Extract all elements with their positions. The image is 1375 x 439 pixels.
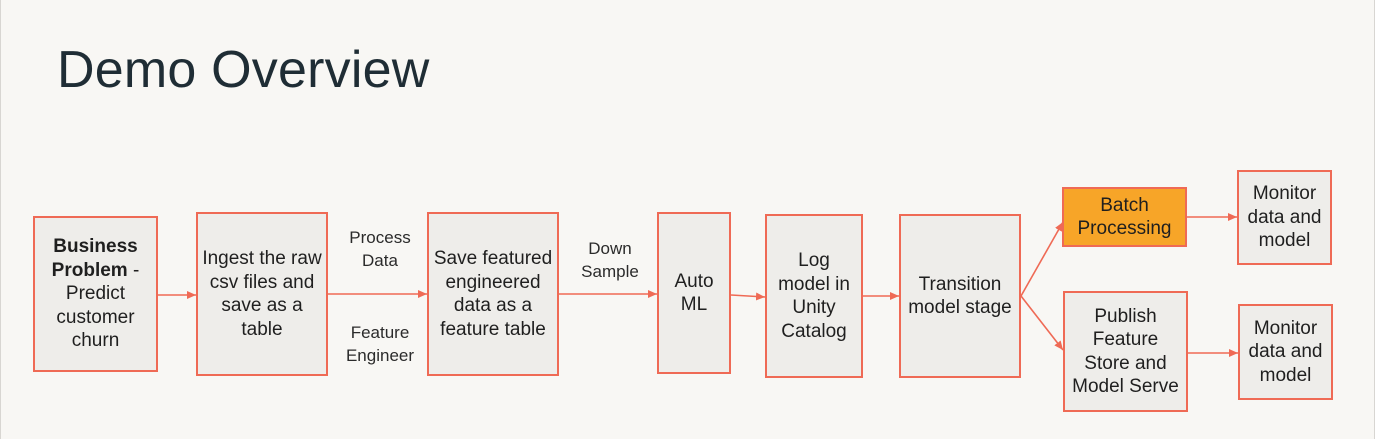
business-problem-rest: - Predict customer churn xyxy=(56,259,140,352)
automl-text: Auto ML xyxy=(674,270,714,316)
arrow-transition-to-batch xyxy=(1020,221,1064,297)
log-model-text: Log model in Unity Catalog xyxy=(778,250,850,342)
batch-processing-text: Batch Processing xyxy=(1077,194,1172,240)
monitor-top-box: Monitor data and model xyxy=(1237,170,1332,265)
down-sample-label: Down Sample xyxy=(581,239,639,281)
ingest-box: Ingest the raw csv files and save as a t… xyxy=(196,212,328,376)
monitor-bottom-text: Monitor data and model xyxy=(1248,317,1323,386)
page-title: Demo Overview xyxy=(57,41,430,99)
transition-text: Transition model stage xyxy=(908,273,1012,319)
feature-engineer-label: Feature Engineer xyxy=(345,323,415,365)
publish-text: Publish Feature Store and Model Serve xyxy=(1072,305,1179,398)
arrow-automl-to-log xyxy=(730,292,766,301)
monitor-bottom-box: Monitor data and model xyxy=(1238,304,1333,400)
transition-box: Transition model stage xyxy=(899,214,1021,378)
ingest-text: Ingest the raw csv files and save as a t… xyxy=(202,248,322,340)
arrow-transition-to-publish xyxy=(1020,295,1064,351)
save-features-text: Save featured engineered data as a featu… xyxy=(433,248,553,340)
business-problem-text: Business Problem - Predict customer chur… xyxy=(39,235,152,353)
business-problem-box: Business Problem - Predict customer chur… xyxy=(33,216,158,372)
process-data-label: Process Data xyxy=(349,228,411,270)
batch-processing-box: Batch Processing xyxy=(1062,187,1187,247)
business-problem-bold: Business Problem xyxy=(51,236,138,281)
automl-box: Auto ML xyxy=(657,212,731,374)
save-features-box: Save featured engineered data as a featu… xyxy=(427,212,559,376)
log-model-box: Log model in Unity Catalog xyxy=(765,214,863,378)
publish-box: Publish Feature Store and Model Serve xyxy=(1063,291,1188,412)
monitor-top-text: Monitor data and model xyxy=(1247,183,1322,252)
